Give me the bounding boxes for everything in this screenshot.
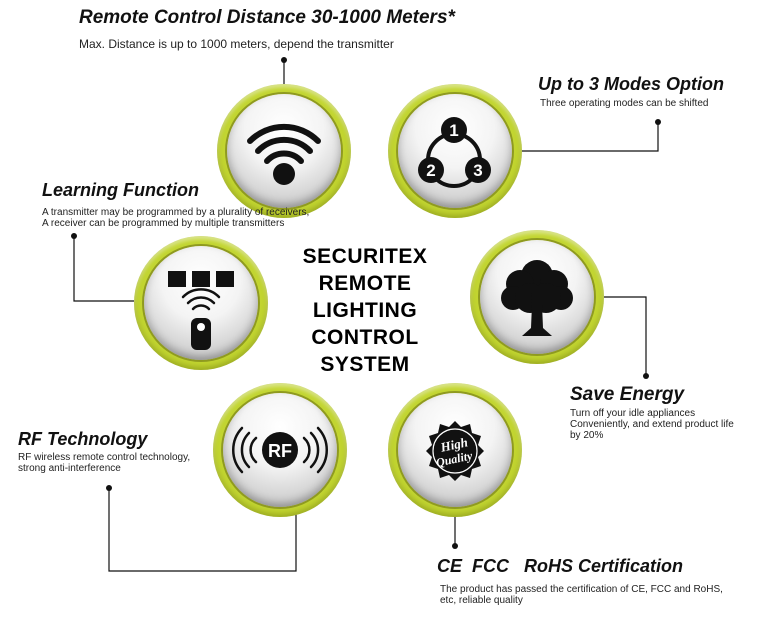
energy-description-line-3: by 20% xyxy=(570,430,604,441)
certification-description-line-1: The product has passed the certification… xyxy=(440,584,723,595)
rf-description: RF wireless remote control technology, s… xyxy=(18,452,190,474)
tree-icon xyxy=(501,260,573,336)
remote-receivers-icon xyxy=(168,271,234,350)
modes-badge: 1 2 3 xyxy=(388,84,522,218)
mode-number-2: 2 xyxy=(426,161,435,180)
energy-title: Save Energy xyxy=(570,384,685,405)
system-title-line-3: LIGHTING xyxy=(312,299,418,322)
rf-description-line-2: strong anti-interference xyxy=(18,463,121,474)
system-title: SECURITEX REMOTE LIGHTING CONTROL SYSTEM xyxy=(272,243,458,378)
distance-title: Remote Control Distance 30-1000 Meters* xyxy=(79,7,455,28)
certification-badge: High Quality xyxy=(388,383,522,517)
system-title-line-4: CONTROL xyxy=(311,326,419,349)
learning-description: A transmitter may be programmed by a plu… xyxy=(42,207,309,229)
energy-badge xyxy=(470,230,604,364)
certification-title: CE FCC RoHS Certification xyxy=(437,556,683,577)
learning-badge xyxy=(134,236,268,370)
energy-description-line-2: Conveniently, and extend product life xyxy=(570,419,734,430)
modes-title: Up to 3 Modes Option xyxy=(538,74,724,94)
learning-connector-dot xyxy=(71,233,77,239)
certification-connector-dot xyxy=(452,543,458,549)
rf-badge: RF xyxy=(213,383,347,517)
rf-description-line-1: RF wireless remote control technology, xyxy=(18,452,191,463)
certification-description-line-2: etc, reliable quality xyxy=(440,595,523,606)
energy-description: Turn off your idle appliances Convenient… xyxy=(570,408,734,441)
rf-icon-label: RF xyxy=(268,441,292,461)
rf-signal-icon: RF xyxy=(232,426,328,474)
rf-title: RF Technology xyxy=(18,429,148,449)
energy-connector-dot xyxy=(643,373,649,379)
mode-number-1: 1 xyxy=(449,121,458,140)
modes-connector-dot xyxy=(655,119,661,125)
certification-description: The product has passed the certification… xyxy=(440,584,723,606)
distance-description-line: Max. Distance is up to 1000 meters, depe… xyxy=(79,37,394,51)
learning-title: Learning Function xyxy=(42,180,199,200)
learning-description-line-1: A transmitter may be programmed by a plu… xyxy=(42,207,310,218)
modes-description-line: Three operating modes can be shifted xyxy=(540,98,709,109)
system-title-line-5: SYSTEM xyxy=(320,353,410,376)
distance-connector-dot xyxy=(281,57,287,63)
three-modes-icon: 1 2 3 xyxy=(418,117,491,188)
certification-title-text: CE FCC RoHS Certification xyxy=(437,556,684,576)
seal-text-line-1: High xyxy=(438,434,469,455)
system-title-line-2: REMOTE xyxy=(318,272,412,295)
distance-description: Max. Distance is up to 1000 meters, depe… xyxy=(79,37,394,51)
system-title-line-1: SECURITEX xyxy=(302,245,428,268)
modes-description: Three operating modes can be shifted xyxy=(540,98,708,109)
high-quality-seal-icon: High Quality xyxy=(426,421,484,481)
mode-number-3: 3 xyxy=(473,161,482,180)
learning-description-line-2: A receiver can be programmed by multiple… xyxy=(42,218,285,229)
wifi-signal-icon xyxy=(247,123,321,185)
rf-connector-dot xyxy=(106,485,112,491)
distance-badge xyxy=(217,84,351,218)
energy-description-line-1: Turn off your idle appliances xyxy=(570,408,696,419)
